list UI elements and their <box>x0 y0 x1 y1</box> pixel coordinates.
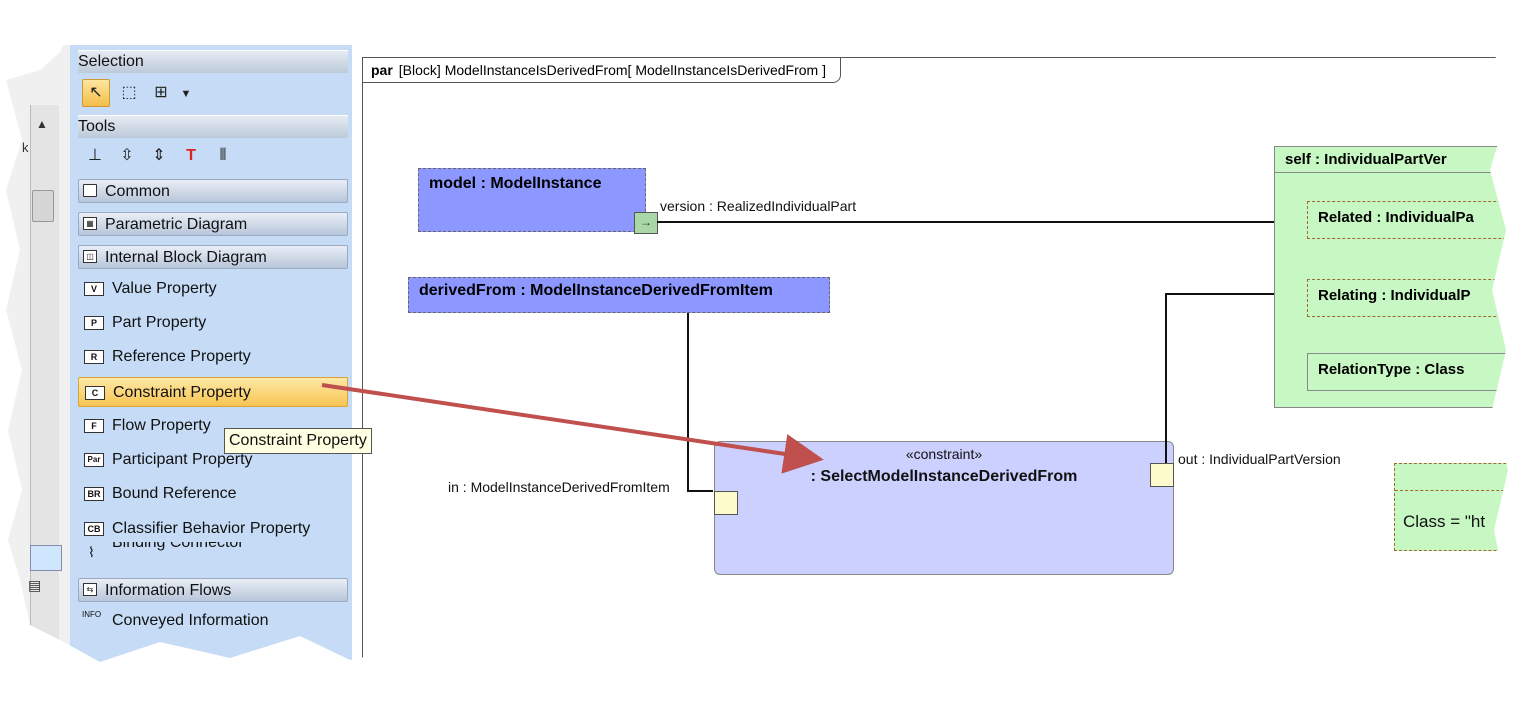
section-parametric-label: Parametric Diagram <box>105 216 248 233</box>
derived-from-part[interactable]: derivedFrom : ModelInstanceDerivedFromIt… <box>408 277 830 313</box>
stamp-icon[interactable]: ⊥ <box>88 147 102 164</box>
constraint-property-icon: C <box>85 386 105 400</box>
relation-type-label: RelationType : Class <box>1318 361 1465 378</box>
dropdown-arrow-icon[interactable]: ▼ <box>180 88 192 100</box>
version-port[interactable]: → <box>634 212 658 234</box>
text-tool-icon[interactable]: T <box>186 147 196 164</box>
scroll-up-icon[interactable]: ▲ <box>36 117 48 131</box>
section-ibd-label: Internal Block Diagram <box>105 249 267 266</box>
collapse-vertical-icon[interactable]: ⇕ <box>152 147 166 164</box>
class-value-label: Class = "ht <box>1403 512 1486 531</box>
out-connector-top <box>1165 293 1307 295</box>
left-panel-strip: ▲ k ▤ <box>6 45 71 662</box>
out-connector[interactable] <box>1165 293 1167 463</box>
relation-type-property[interactable]: RelationType : Class <box>1307 353 1508 391</box>
bound-reference-label: Bound Reference <box>112 485 237 502</box>
derived-from-label: derivedFrom : ModelInstanceDerivedFromIt… <box>419 282 773 299</box>
constraint-property-label: Constraint Property <box>113 384 251 401</box>
frame-kind: par <box>371 62 393 78</box>
frame-title-text: [Block] ModelInstanceIsDerivedFrom[ Mode… <box>398 62 826 78</box>
folder-icon <box>83 184 97 197</box>
palette-item-constraint-property[interactable]: C Constraint Property <box>78 377 348 407</box>
palette-item-part-property[interactable]: P Part Property <box>78 308 348 338</box>
palette-item-flow-property[interactable]: F Flow Property <box>78 411 348 441</box>
section-common-label: Common <box>105 183 170 200</box>
derived-from-connector[interactable] <box>687 313 689 491</box>
reference-property-icon: R <box>84 350 104 364</box>
participant-property-icon: Par <box>84 453 104 467</box>
version-connector[interactable] <box>657 221 1307 223</box>
information-flow-icon: ⇆ <box>83 583 97 596</box>
model-part-label: model : ModelInstance <box>429 175 602 192</box>
palette-item-bound-reference[interactable]: BR Bound Reference <box>78 479 348 509</box>
relating-property[interactable]: Relating : IndividualP <box>1307 279 1508 317</box>
document-icon[interactable]: ▤ <box>28 577 42 593</box>
version-port-label: version : RealizedIndividualPart <box>660 198 857 214</box>
section-parametric[interactable]: ▦ Parametric Diagram <box>78 212 348 236</box>
marquee-select-icon[interactable]: ⬚ <box>121 84 137 101</box>
palette-item-value-property[interactable]: V Value Property <box>78 274 348 304</box>
section-info-flows-label: Information Flows <box>105 582 232 599</box>
constraint-stereotype: «constraint» <box>905 446 983 462</box>
part-property-icon: P <box>84 316 104 330</box>
conveyed-info-icon: INFO <box>82 610 102 619</box>
truncated-label: k <box>22 140 29 155</box>
binding-connector-icon: ⌇ <box>88 544 95 560</box>
diagram-palette: Selection ↖ ⬚ ⊞ ▼ Tools ⊥ ⇳ ⇕ T ⫴ Common ▦ Para… <box>70 45 353 662</box>
section-information-flows[interactable]: ⇆ Information Flows <box>78 578 348 602</box>
classifier-behavior-label: Classifier Behavior Property <box>112 520 311 537</box>
flow-property-icon: F <box>84 419 104 433</box>
reference-property-label: Reference Property <box>112 348 251 365</box>
ibd-icon: ◫ <box>83 250 97 263</box>
bound-reference-icon: BR <box>84 487 104 501</box>
parametric-diagram-icon: ▦ <box>83 217 97 230</box>
palette-item-reference-property[interactable]: R Reference Property <box>78 342 348 372</box>
relating-label: Relating : IndividualP <box>1318 287 1471 304</box>
pointer-icon[interactable]: ↖ <box>82 79 110 107</box>
out-port-label: out : IndividualPartVersion <box>1178 451 1341 467</box>
palette-item-conveyed-information[interactable]: INFO Conveyed Information <box>78 606 348 636</box>
expand-vertical-icon[interactable]: ⇳ <box>120 147 134 164</box>
binding-connector-label: Binding Connector <box>112 542 244 551</box>
related-property[interactable]: Related : IndividualPa <box>1307 201 1508 239</box>
scroll-grip-icon[interactable] <box>32 190 54 222</box>
in-port[interactable] <box>714 491 738 515</box>
selection-toolrow: ↖ ⬚ ⊞ ▼ <box>82 79 198 107</box>
diagram-frame: par [Block] ModelInstanceIsDerivedFrom[ M… <box>362 57 1508 658</box>
out-port[interactable] <box>1150 463 1174 487</box>
tools-toolrow: ⊥ ⇳ ⇕ T ⫴ <box>82 143 242 169</box>
palette-item-binding-connector[interactable]: ⌇ Binding Connector <box>78 542 348 562</box>
side-tab[interactable] <box>30 545 62 571</box>
constraint-block[interactable]: «constraint» : SelectModelInstanceDerive… <box>714 441 1174 575</box>
palette-item-classifier-behavior-property[interactable]: CB Classifier Behavior Property <box>78 514 348 544</box>
participant-property-label: Participant Property <box>112 451 253 468</box>
frame-title: par [Block] ModelInstanceIsDerivedFrom[ M… <box>363 58 841 83</box>
derived-from-connector-end <box>687 490 713 492</box>
section-ibd[interactable]: ◫ Internal Block Diagram <box>78 245 348 269</box>
tooltip: Constraint Property <box>224 428 372 454</box>
part-property-label: Part Property <box>112 314 207 331</box>
value-property-icon: V <box>84 282 104 296</box>
selection-header: Selection <box>78 50 348 73</box>
constraint-name: : SelectModelInstanceDerivedFrom <box>810 468 1078 485</box>
section-common[interactable]: Common <box>78 179 348 203</box>
self-block-title: self : IndividualPartVer <box>1275 147 1508 173</box>
self-block[interactable]: self : IndividualPartVer Related : Indiv… <box>1274 146 1508 408</box>
classifier-behavior-icon: CB <box>84 522 104 536</box>
in-port-label: in : ModelInstanceDerivedFromItem <box>448 479 670 495</box>
group-select-icon[interactable]: ⊞ <box>154 84 168 101</box>
value-property-label: Value Property <box>112 280 217 297</box>
class-value-block[interactable]: Class = "ht <box>1394 463 1508 551</box>
conveyed-info-label: Conveyed Information <box>112 612 269 629</box>
model-part[interactable]: model : ModelInstance <box>418 168 646 232</box>
class-value-divider <box>1395 490 1508 491</box>
palette-item-participant-property[interactable]: Par Participant Property <box>78 445 348 475</box>
align-icon[interactable]: ⫴ <box>219 147 227 164</box>
flow-property-label: Flow Property <box>112 417 211 434</box>
tools-header: Tools <box>78 115 348 138</box>
diagram-canvas[interactable]: par [Block] ModelInstanceIsDerivedFrom[ M… <box>352 45 1508 662</box>
related-label: Related : IndividualPa <box>1318 209 1474 226</box>
